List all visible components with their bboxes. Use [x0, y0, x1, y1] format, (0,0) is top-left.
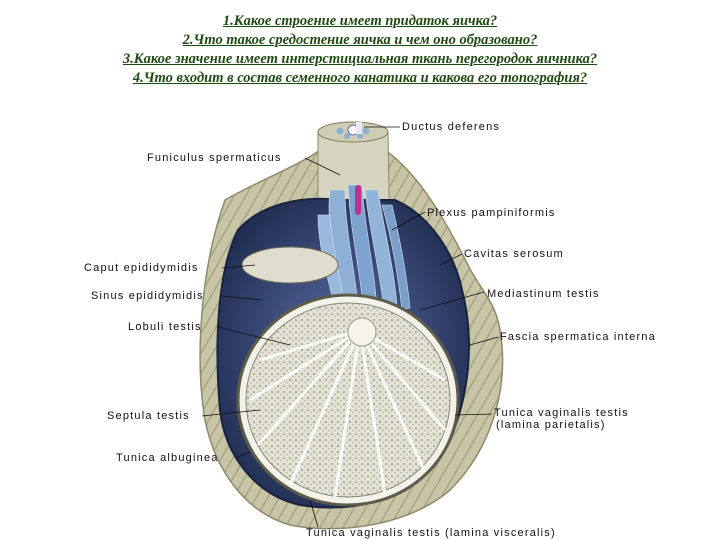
label-sinus-epididymidis: Sinus epididymidis — [91, 290, 204, 303]
mediastinum-testis — [348, 318, 376, 346]
label-plexus-pampiniformis: Plexus pampiniformis — [427, 207, 556, 220]
ductus-deferens-highlight — [356, 122, 362, 134]
label-caput-epididymidis: Caput epididymidis — [84, 262, 199, 275]
label-funiculus-spermaticus: Funiculus spermaticus — [147, 152, 282, 165]
label-cavitas-serosum: Cavitas serosum — [464, 248, 564, 261]
label-tunica-vaginalis-visceralis: Tunica vaginalis testis (lamina visceral… — [306, 527, 556, 540]
caput-epididymidis — [242, 247, 338, 283]
label-lobuli-testis: Lobuli testis — [128, 321, 202, 334]
label-tunica-albuginea: Tunica albuginea — [116, 452, 219, 465]
label-ductus-deferens: Ductus deferens — [402, 121, 500, 134]
label-fascia-spermatica-interna: Fascia spermatica interna — [500, 331, 656, 344]
ductus-deferens-upper — [355, 185, 361, 215]
label-mediastinum-testis: Mediastinum testis — [487, 288, 600, 301]
label-septula-testis: Septula testis — [107, 410, 190, 423]
label-tunica-vaginalis-parietalis-2: (lamina parietalis) — [496, 419, 606, 432]
